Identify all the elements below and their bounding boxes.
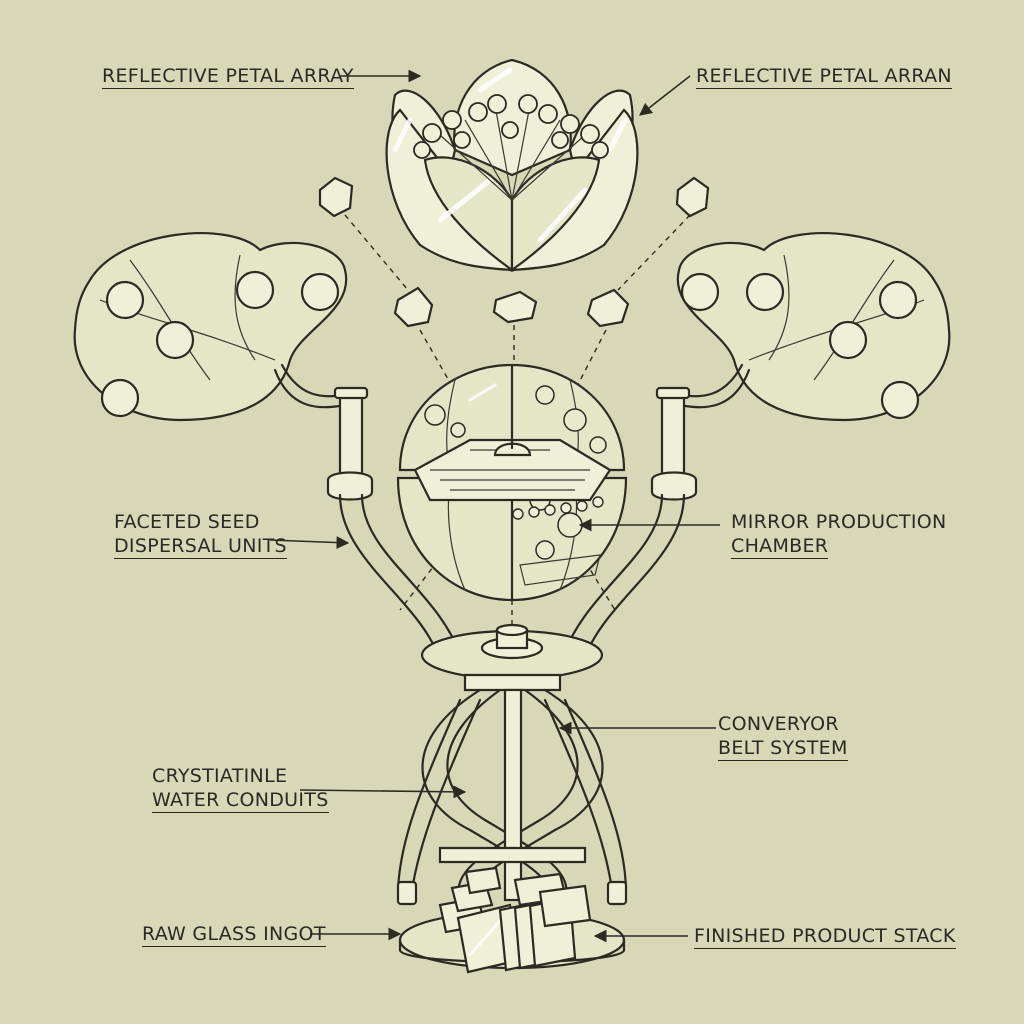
left-leaf-pad [73,232,348,422]
label-text-line2: WATER CONDUITS [152,789,329,813]
label-reflective-petal-array-left: REFLECTIVE PETAL ARRAY [102,64,354,89]
crystalline-water-conduits [396,623,628,906]
label-text-line1: FACETED SEED [114,511,260,533]
label-raw-glass-ingot: RAW GLASS INGOT [142,922,326,947]
label-conveyor-belt-system: CONVERYOR BELT SYSTEM [718,712,848,761]
label-text-line2: CHAMBER [731,535,829,559]
faceted-seeds [318,176,710,328]
label-text-line1: MIRROR PRODUCTION [731,511,947,533]
label-text: REFLECTIVE PETAL ARRAY [102,65,354,89]
label-text-line1: CONVERYOR [718,713,839,735]
callout-arrows [269,69,720,943]
label-text-line2: BELT SYSTEM [718,737,848,761]
finished-product-stack [456,872,592,974]
label-text: REFLECTIVE PETAL ARRAN [696,65,952,89]
right-leaf-pad [676,232,951,422]
label-text-line2: DISPERSAL UNITS [114,535,287,559]
label-finished-product-stack: FINISHED PRODUCT STACK [694,924,956,949]
support-conduits [273,363,751,662]
label-faceted-seed-dispersal: FACETED SEED DISPERSAL UNITS [114,510,287,559]
reflective-petal-array [385,58,639,273]
label-reflective-petal-array-right: REFLECTIVE PETAL ARRAN [696,64,952,89]
label-text: RAW GLASS INGOT [142,923,326,947]
label-crystalline-water-conduits: CRYSTIATINLE WATER CONDUITS [152,764,329,813]
label-text-line1: CRYSTIATINLE [152,765,288,787]
label-text: FINISHED PRODUCT STACK [694,925,956,949]
mirror-production-chamber [396,363,628,602]
label-mirror-production-chamber: MIRROR PRODUCTION CHAMBER [731,510,947,559]
